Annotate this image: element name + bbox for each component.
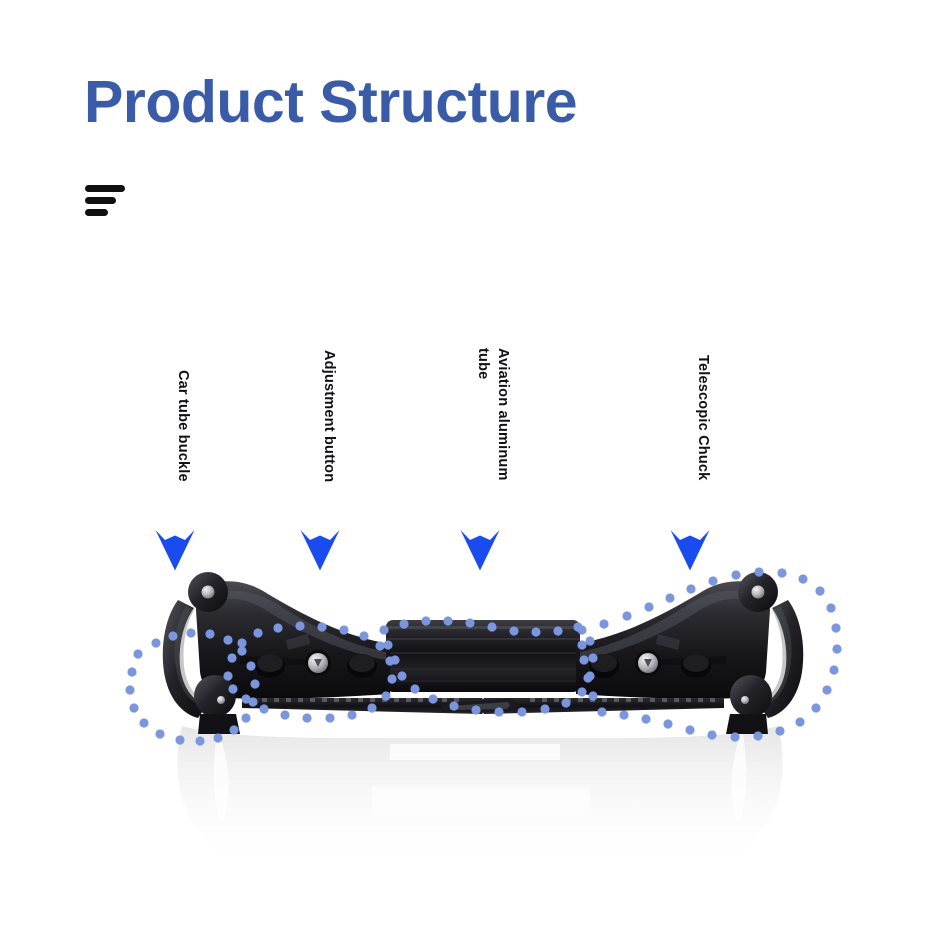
callout-label-telescopic-chuck: Telescopic Chuck: [695, 355, 711, 481]
down-arrow-icon-car-tube-buckle: [155, 530, 195, 571]
down-arrow-icon-adjustment-button: [300, 530, 340, 571]
highlight-region-right-chuck: [577, 567, 842, 742]
highlight-region-adjustment: [223, 621, 397, 723]
down-arrow-icon-aviation-aluminum-tube: [460, 530, 500, 571]
product-image: [90, 548, 860, 878]
product-reflection: [177, 726, 783, 873]
callout-label-adjustment-button: Adjustment button: [321, 350, 337, 483]
highlight-region-left-buckle: [125, 628, 260, 746]
accent-bar-2: [85, 197, 116, 204]
left-car-tube-buckle-part: [162, 572, 240, 734]
aviation-aluminum-tube-part: [386, 620, 580, 692]
accent-bar-1: [85, 185, 125, 192]
page-title: Product Structure: [84, 69, 578, 135]
callout-label-car-tube-buckle: Car tube buckle: [175, 370, 191, 482]
right-telescopic-chuck-part: [726, 572, 804, 734]
left-adjustment-button-part: [255, 650, 377, 678]
ratchet-strap-part: [242, 698, 724, 714]
three-bar-accent-mark: [85, 185, 131, 221]
down-arrow-icon-telescopic-chuck: [670, 530, 710, 571]
accent-bar-3: [85, 209, 108, 216]
callout-label-aviation-aluminum-tube: Aviation aluminum tube: [475, 348, 511, 481]
